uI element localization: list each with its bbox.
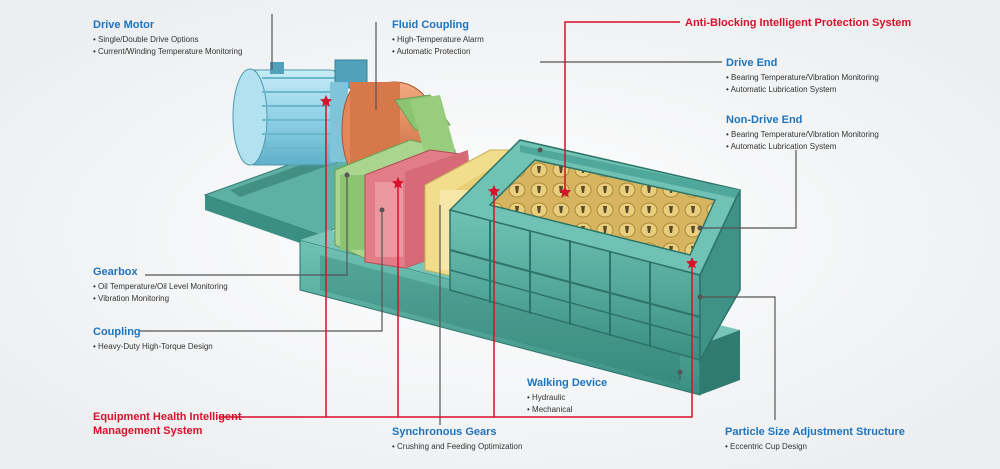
- leader-particle-size: [700, 296, 776, 420]
- star-icon: [558, 186, 572, 198]
- label-equipment-health: Equipment Health Intelligent Management …: [93, 410, 242, 438]
- gearbox-title: Gearbox: [93, 266, 138, 278]
- list-item: High-Temperature Alarm: [392, 34, 484, 46]
- list-item: Oil Temperature/Oil Level Monitoring: [93, 281, 228, 293]
- list-item: Automatic Protection: [392, 46, 484, 58]
- leader-lines-red: [220, 21, 693, 418]
- leader-anti-blocking: [564, 21, 680, 190]
- label-fluid-coupling: Fluid Coupling High-Temperature Alarm Au…: [392, 18, 484, 58]
- leader-lines-gray: [140, 14, 797, 425]
- list-item: Current/Winding Temperature Monitoring: [93, 46, 242, 58]
- drive-motor: [232, 59, 368, 166]
- non-drive-end-title: Non-Drive End: [726, 114, 803, 126]
- fluid-coupling-title: Fluid Coupling: [392, 19, 469, 31]
- label-anti-blocking: Anti-Blocking Intelligent Protection Sys…: [685, 16, 911, 30]
- list-item: Vibration Monitoring: [93, 293, 228, 305]
- drive-motor-title: Drive Motor: [93, 19, 155, 31]
- coupling-title: Coupling: [93, 326, 141, 338]
- drive-end-title: Drive End: [726, 57, 778, 69]
- list-item: Bearing Temperature/Vibration Monitoring: [726, 129, 879, 141]
- label-drive-end: Drive End Bearing Temperature/Vibration …: [726, 56, 879, 96]
- leader-non-drive-end: [700, 150, 797, 229]
- list-item: Bearing Temperature/Vibration Monitoring: [726, 72, 879, 84]
- label-particle-size: Particle Size Adjustment Structure Eccen…: [725, 425, 905, 453]
- particle-size-title: Particle Size Adjustment Structure: [725, 426, 905, 438]
- list-item: Eccentric Cup Design: [725, 441, 905, 453]
- crusher-box: [448, 139, 742, 363]
- equipment-health-title-line1: Equipment Health Intelligent: [93, 411, 242, 423]
- leader-health-d: [494, 262, 693, 418]
- equipment-health-title-line2: Management System: [93, 425, 203, 437]
- list-item: Automatic Lubrication System: [726, 84, 879, 96]
- anti-blocking-title: Anti-Blocking Intelligent Protection Sys…: [685, 17, 912, 29]
- leader-gearbox: [145, 175, 348, 276]
- walking-device-title: Walking Device: [527, 377, 608, 389]
- endpoint-dots: [344, 147, 703, 375]
- star-icon: [685, 257, 699, 269]
- list-item: Heavy-Duty High-Torque Design: [93, 341, 213, 353]
- star-markers: [319, 95, 699, 269]
- leader-coupling: [140, 210, 383, 332]
- star-icon: [319, 95, 333, 107]
- label-gearbox: Gearbox Oil Temperature/Oil Level Monito…: [93, 265, 228, 305]
- star-icon: [391, 177, 405, 189]
- label-synchronous-gears: Synchronous Gears Crushing and Feeding O…: [392, 425, 522, 453]
- list-item: Hydraulic: [527, 392, 607, 404]
- list-item: Crushing and Feeding Optimization: [392, 441, 522, 453]
- list-item: Mechanical: [527, 404, 607, 416]
- label-drive-motor: Drive Motor Single/Double Drive Options …: [93, 18, 242, 58]
- label-non-drive-end: Non-Drive End Bearing Temperature/Vibrat…: [726, 113, 879, 153]
- list-item: Automatic Lubrication System: [726, 141, 879, 153]
- list-item: Single/Double Drive Options: [93, 34, 242, 46]
- label-coupling: Coupling Heavy-Duty High-Torque Design: [93, 325, 213, 353]
- label-walking-device: Walking Device Hydraulic Mechanical: [527, 376, 607, 416]
- synchronous-gears-title: Synchronous Gears: [392, 426, 497, 438]
- star-icon: [487, 185, 501, 197]
